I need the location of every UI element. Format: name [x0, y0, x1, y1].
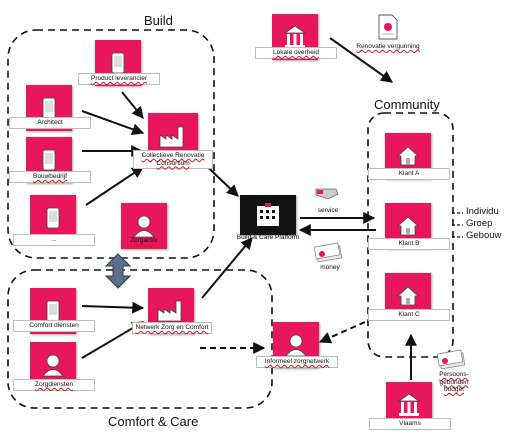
house-icon [396, 216, 420, 236]
comfort-title: Comfort & Care [108, 414, 199, 429]
legend-gebouw: Gebouw [466, 230, 502, 241]
klant-b-label: Klant B [368, 238, 450, 250]
factory-icon [159, 126, 184, 148]
comfort-diensten-label: Comfort diensten [13, 320, 95, 332]
lokale-overheid-label: Lokale overheid [255, 47, 337, 59]
legend-individu: Individu [466, 206, 499, 217]
netwerk-label: Netwerk Zorg en Comfort [132, 322, 212, 334]
factory-icon [157, 300, 182, 322]
arrow-architect-consortium [81, 110, 145, 135]
consortium-label: Collectieve Renovatie Consortium [133, 150, 213, 169]
vlaams-label: Vlaams [369, 418, 451, 430]
phone-icon [46, 300, 60, 322]
money-icon [436, 349, 467, 374]
arrow-dots-consortium [85, 166, 144, 206]
phone-icon [46, 207, 60, 229]
architect-label: Architect [9, 117, 91, 129]
klant-c-label: Klant C [368, 309, 450, 321]
product-leverancier-label: Product leverancier [78, 73, 160, 85]
build-group-box [7, 29, 215, 259]
money-icon [313, 242, 344, 267]
phone-icon [111, 52, 125, 74]
klant-a-label: Klant A [368, 168, 450, 180]
house-icon [396, 286, 420, 306]
house-icon [396, 146, 420, 166]
arrow-community-informeel [318, 321, 366, 344]
informeel-label: Informeel zorgnetwerk [256, 356, 338, 368]
platform-label: Build & Care Platform [236, 234, 300, 241]
persoonsgebonden-budget-label: Persoons-gebonden budget [439, 371, 469, 393]
dots-node[interactable] [30, 195, 76, 241]
platform-node[interactable] [240, 195, 296, 235]
building-icon [257, 203, 279, 226]
person-icon [285, 334, 307, 357]
build-title: Build [144, 13, 173, 28]
legend-groep: Groep [466, 218, 493, 229]
arrow-overheid-vergunning [329, 37, 393, 83]
bouwbedrijf-label: Bouwbedrijf [9, 171, 91, 183]
renovatie-vergunning-label: Renovatie vergunning [356, 43, 420, 50]
dots-label: ... [13, 234, 95, 246]
money-label: money [320, 264, 340, 271]
arrow-netwerk-platform [201, 237, 253, 299]
service-icon [314, 186, 340, 207]
government-building-icon [283, 25, 307, 48]
government-building-icon [397, 393, 421, 416]
person-icon [42, 354, 64, 377]
zorgactor-label: Zorgactor [130, 237, 158, 244]
arrow-comfort-netwerk [81, 301, 145, 314]
phone-icon [42, 149, 56, 171]
document-icon [377, 14, 399, 45]
zorgactor-node[interactable] [121, 203, 167, 249]
zorgdiensten-label: Zorgdiensten [13, 379, 95, 391]
person-icon [133, 215, 155, 238]
service-label: service [317, 207, 339, 214]
phone-icon [42, 97, 56, 119]
double-arrow-build-comfort [104, 253, 132, 289]
comfort-group-box [7, 269, 273, 409]
community-title: Community [374, 97, 440, 112]
arrow-leverancier-consortium [121, 91, 144, 119]
